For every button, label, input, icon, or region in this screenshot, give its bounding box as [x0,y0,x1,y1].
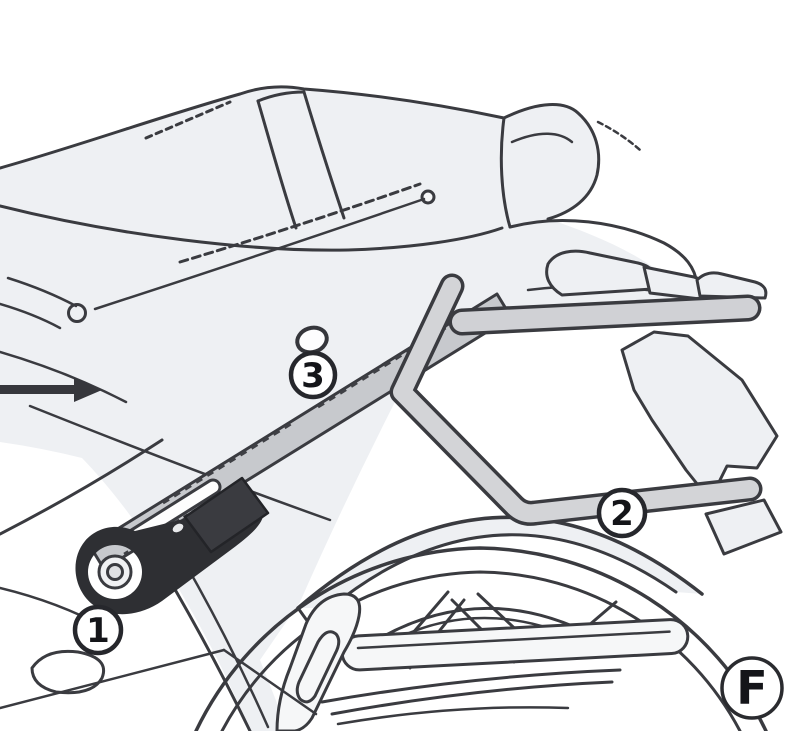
bracket-bolt-inner [106,563,124,581]
lower-rack-tube [389,273,763,526]
fairing-vent [30,649,105,695]
frame-label-F: F [720,656,784,720]
tire-outer-arc [194,546,768,731]
seat [0,85,512,252]
bracket-clamp-block [183,476,270,554]
callout-1-label: 1 [86,611,110,651]
callout-3-label: 3 [301,356,325,396]
frame-label-text: F [736,661,767,715]
mounting-bracket [75,476,270,615]
footpeg-bracket [275,592,362,731]
clamp-bolt [170,521,186,535]
seat-bottom-edge [0,204,504,252]
swingarm [340,618,690,672]
footpeg-slot [295,630,341,704]
tail-knob [420,189,436,205]
callout-2: 2 [596,487,648,539]
bodywork-lines [0,182,426,522]
tail-end-bumps [695,271,768,300]
seat-top-edge [0,85,506,170]
seat-strap [256,90,346,230]
grab-handle-left [545,249,657,297]
direction-arrow-icon [0,377,102,402]
tail-fin [704,498,783,556]
callout-2-label: 2 [610,494,634,534]
tail-fairing-panel [620,330,783,556]
callout-3: 3 [288,350,338,400]
body-bolt [67,303,87,323]
tail-cowl [420,103,768,301]
callout-1: 1 [72,604,124,656]
top-rack-rail [448,294,762,336]
seat-rear-split [499,116,512,229]
chain-lines [320,668,622,726]
